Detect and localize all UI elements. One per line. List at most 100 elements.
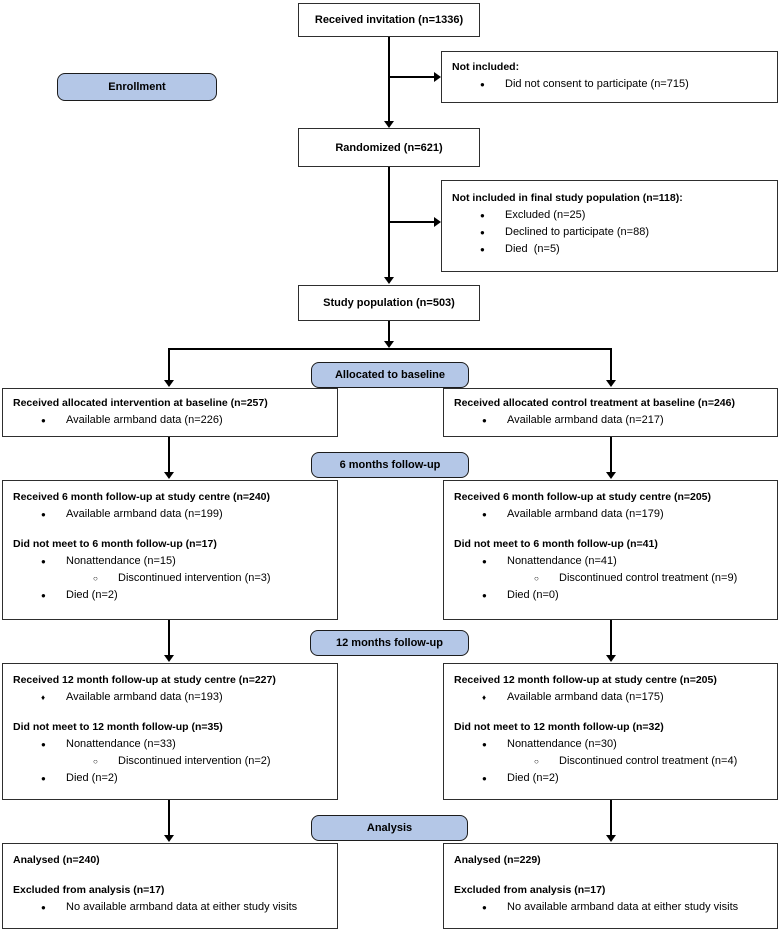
box-text: Available armband data (n=179) [507,508,664,520]
box-heading: Did not meet to 12 month follow-up (n=32… [454,719,767,736]
connector-split-right-line [610,348,612,380]
box-bullet-line: ●Declined to participate (n=88) [452,224,767,241]
connector-baseline-6mo-left-line [168,437,170,473]
bullet-icon: ● [482,510,487,519]
box-heading: Did not meet to 12 month follow-up (n=35… [13,719,327,736]
box-text: Available armband data (n=226) [66,414,223,426]
split-branch-line [168,348,612,350]
circle-bullet-icon: ○ [534,757,539,766]
box-text: Died (n=0) [507,589,559,601]
box-title: Study population (n=503) [323,297,455,309]
box-heading: Received 12 month follow-up at study cen… [13,672,327,689]
box-heading: Analysed (n=229) [454,852,767,869]
bullet-icon: ● [41,416,46,425]
box-text: Available armband data (n=193) [66,691,223,703]
box-bullet-line: ●Died (n=5) [452,241,767,258]
bullet-icon: ● [482,740,487,749]
box-title: Received invitation (n=1336) [314,14,464,26]
box-heading: Analysed (n=240) [13,852,327,869]
box-text: Received 6 month follow-up at study cent… [454,491,712,503]
connector-6mo-12mo-right-line [610,620,612,656]
connector-not-in-final-line [389,221,434,223]
connector-baseline-6mo-right-line [610,437,612,473]
arrowhead-down-icon [384,277,394,284]
box-text: Nonattendance (n=41) [507,555,617,567]
box-bullet-line: ● No available armband data at either stu… [454,899,767,916]
box-heading: Not included: [452,59,767,76]
arrowhead-down-icon [606,655,616,662]
box-bullet-line: ●Nonattendance (n=15) [13,553,327,570]
box-heading: Received 12 month follow-up at study cen… [454,672,767,689]
bullet-icon: ● [41,591,46,600]
box-text: No available armband data at either stud… [66,901,298,913]
box-analysis-control: Analysed (n=229) Excluded from analysis (… [443,843,778,929]
box-heading: Received 6 month follow-up at study cent… [454,489,767,506]
stage-badge-label: Enrollment [108,81,166,93]
connector-6mo-12mo-left-line [168,620,170,656]
stage-badge-allocated-to-baseline: Allocated to baseline [311,362,469,388]
box-bullet-line: ○Discontinued control treatment (n=9) [454,570,767,587]
box-heading: Excluded from analysis (n=17) [454,882,767,899]
box-text: Did not consent to participate (n=715) [505,78,689,90]
connector-12mo-analysis-right-line [610,800,612,836]
box-text: Declined to participate (n=88) [505,226,649,238]
box-bullet-line: ○ Discontinued control treatment (n=4) [454,753,767,770]
box-bullet-line: ♦ Available armband data (n=193) [13,689,327,706]
box-text: Excluded from analysis (n=17) [454,884,606,896]
connector-12mo-analysis-left-line [168,800,170,836]
box-bullet-line: ● Available armband data (n=179) [454,506,767,523]
bullet-icon: ● [480,211,485,220]
box-text: Died (n=5) [505,243,560,255]
box-text: Not included: [452,61,520,73]
box-text: Did not meet to 6 month follow-up (n=17) [13,538,217,550]
bullet-icon: ● [482,903,487,912]
box-heading: Received allocated control treatment at … [454,395,767,412]
box-bullet-line: ●Excluded (n=25) [452,207,767,224]
bullet-icon: ● [480,80,485,89]
circle-bullet-icon: ○ [93,574,98,583]
bullet-icon: ● [482,557,487,566]
box-text: Received 12 month follow-up at study cen… [454,674,717,686]
box-text: Did not meet to 12 month follow-up (n=32… [454,721,664,733]
box-6-month-intervention: Received 6 month follow-up at study cent… [2,480,338,620]
box-bullet-line: ● Nonattendance (n=41) [454,553,767,570]
box-heading: Not included in final study population (… [452,190,767,207]
box-text: Available armband data (n=175) [507,691,664,703]
box-12-month-control: Received 12 month follow-up at study cen… [443,663,778,800]
arrowhead-down-icon [164,655,174,662]
box-bullet-line: ●Nonattendance (n=33) [13,736,327,753]
arrowhead-right-icon [434,72,441,82]
arrowhead-down-icon [164,380,174,387]
box-spacer [13,869,327,882]
box-text: Died (n=2) [66,772,118,784]
box-spacer [13,523,327,536]
box-received-invitation: Received invitation (n=1336) [298,3,480,37]
arrowhead-down-icon [384,341,394,348]
arrowhead-down-icon [606,472,616,479]
box-text: Available armband data (n=199) [66,508,223,520]
box-heading: Received 6 month follow-up at study cent… [13,489,327,506]
box-heading: Did not meet to 6 month follow-up (n=41) [454,536,767,553]
arrowhead-down-icon [606,380,616,387]
box-bullet-line: ● Available armband data (n=199) [13,506,327,523]
bullet-icon: ● [482,774,487,783]
connector-split-left-line [168,348,170,380]
box-text: Received allocated intervention at basel… [13,397,268,409]
box-text: Received allocated control treatment at … [454,397,735,409]
box-text: Excluded from analysis (n=17) [13,884,165,896]
box-text: Discontinued intervention (n=2) [118,755,271,767]
box-text: Discontinued control treatment (n=4) [559,755,738,767]
bullet-icon: ● [482,591,487,600]
circle-bullet-icon: ○ [534,574,539,583]
box-text: No available armband data at either stud… [507,901,739,913]
box-bullet-line: ○Discontinued intervention (n=2) [13,753,327,770]
bullet-icon: ● [41,740,46,749]
arrowhead-down-icon [164,835,174,842]
box-bullet-line: ●No available armband data at either stu… [13,899,327,916]
box-bullet-line: ●Nonattendance (n=30) [454,736,767,753]
bullet-icon: ● [41,510,46,519]
box-text: Received 6 month follow-up at study cent… [13,491,271,503]
box-text: Not included in final study population (… [452,192,683,204]
diamond-bullet-icon: ♦ [41,693,46,702]
